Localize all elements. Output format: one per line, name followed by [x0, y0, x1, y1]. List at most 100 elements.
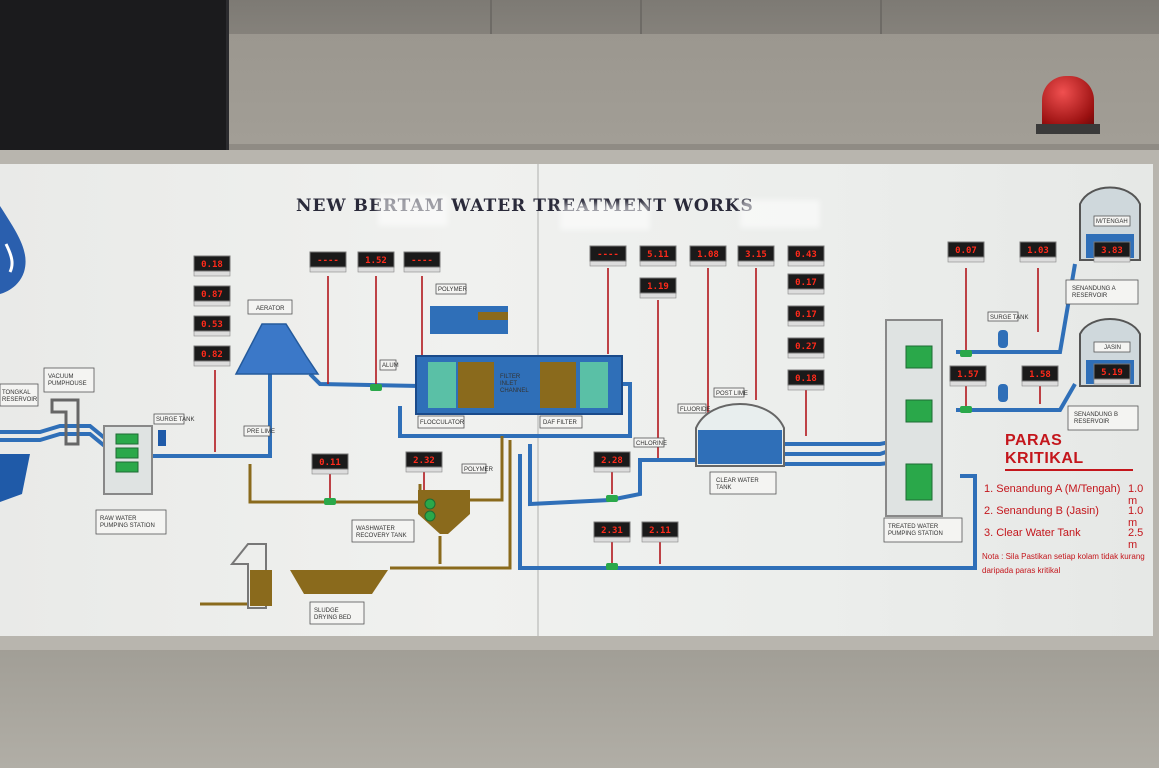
meter-reading: 0.87: [201, 290, 223, 300]
meter-reading: ----: [597, 250, 619, 260]
digital-meter: 1.08: [689, 245, 727, 267]
digital-meter: 1.52: [357, 251, 395, 273]
meter-reading: 0.11: [319, 458, 341, 468]
digital-meter: 0.17: [787, 305, 825, 327]
digital-meter: 2.31: [593, 521, 631, 543]
digital-meter: 1.58: [1021, 365, 1059, 387]
fluoride-label: FLUORIDE: [680, 407, 710, 413]
polymer-label: POLYMER: [438, 287, 468, 293]
glare: [560, 204, 650, 230]
digital-meter: 2.28: [593, 451, 631, 473]
logo-icon: [0, 206, 26, 294]
washwater-tank: [418, 490, 470, 534]
kritikal-value-1: 1.0 m: [1128, 483, 1144, 507]
meter-reading: 3.15: [745, 250, 767, 260]
sludge-tank: [250, 570, 272, 606]
raw-water-pumps: [115, 433, 139, 473]
filter-beds: [458, 362, 576, 408]
warning-beacon-icon: [1042, 76, 1094, 130]
meter-reading: 1.19: [647, 282, 669, 292]
digital-meter: ----: [589, 245, 627, 267]
meter-reading: 3.83: [1101, 246, 1123, 256]
dosing-line-label: PRE LIME: [247, 429, 275, 435]
digital-meter: 1.57: [949, 365, 987, 387]
aerator: [234, 323, 320, 375]
digital-meter: 0.27: [787, 337, 825, 359]
lower-wall: [0, 640, 1159, 768]
digital-meter: 5.19: [1093, 363, 1131, 385]
meter-reading: 1.58: [1029, 370, 1051, 380]
kritikal-value-2: 1.0 m: [1128, 505, 1144, 529]
digital-meter: 0.53: [193, 315, 231, 337]
tongkal-reservoir: [0, 454, 30, 502]
sludge-drying-bed: [290, 570, 388, 594]
kritikal-row-1: 1. Senandung A (M/Tengah): [984, 483, 1121, 495]
kritikal-value-3: 2.5 m: [1128, 527, 1144, 551]
flocculator-channels: [428, 362, 456, 408]
surge-tank-label-2: SURGE TANK: [990, 315, 1028, 321]
meter-reading: 0.27: [795, 342, 817, 352]
meter-reading: 0.18: [201, 260, 223, 270]
meter-reading: 2.28: [601, 456, 623, 466]
meter-reading: 0.17: [795, 278, 817, 288]
wall-monitor: [0, 0, 229, 155]
meter-reading: 0.82: [201, 350, 223, 360]
kritikal-note: Nota : Sila Pastikan setiap kolam tidak …: [982, 552, 1145, 575]
meter-reading: 2.11: [649, 526, 671, 536]
digital-meter: 2.32: [405, 451, 443, 473]
meter-reading: 0.18: [795, 374, 817, 384]
alum-label: ALUM: [382, 363, 399, 369]
warning-beacon-base: [1036, 124, 1100, 134]
digital-meter: 1.03: [1019, 241, 1057, 263]
digital-meter: 0.17: [787, 273, 825, 295]
meter-reading: 0.43: [795, 250, 817, 260]
digital-meter: 0.07: [947, 241, 985, 263]
digital-meter: ----: [403, 251, 441, 273]
meter-reading: 1.03: [1027, 246, 1049, 256]
tank-b-label: JASIN: [1104, 345, 1121, 351]
digital-meters: 0.180.870.530.82----1.52--------5.111.19…: [193, 241, 1131, 543]
chlorine-label: CHLORINE: [636, 441, 667, 447]
meter-reading: 2.31: [601, 526, 623, 536]
digital-meter: 0.18: [787, 369, 825, 391]
meter-reading: 1.57: [957, 370, 979, 380]
digital-meter: 0.82: [193, 345, 231, 367]
meter-reading: 5.19: [1101, 368, 1123, 378]
aerator-label: AERATOR: [256, 306, 285, 312]
surge-tank-label-1: SURGE TANK: [156, 417, 194, 423]
daf-filter-label: DAF FILTER: [543, 420, 578, 426]
kritikal-heading: PARAS KRITIKAL: [1005, 432, 1133, 471]
digital-meter: 0.11: [311, 453, 349, 475]
meter-reading: 0.17: [795, 310, 817, 320]
paras-kritikal-box: PARAS KRITIKAL 1. Senandung A (M/Tengah)…: [978, 432, 1148, 551]
digital-meter: 1.19: [639, 277, 677, 299]
kritikal-row-3: 3. Clear Water Tank: [984, 527, 1081, 539]
signal-lines: [214, 268, 1041, 564]
post-lime-label: POST LIME: [716, 391, 748, 397]
meter-reading: 0.07: [955, 246, 977, 256]
meter-reading: ----: [411, 256, 433, 266]
glare: [740, 200, 820, 228]
meter-reading: 1.52: [365, 256, 387, 266]
digital-meter: 2.11: [641, 521, 679, 543]
digital-meter: 0.43: [787, 245, 825, 267]
digital-meter: 3.83: [1093, 241, 1131, 263]
polymer-label-2: POLYMER: [464, 467, 494, 473]
upper-wall: [226, 34, 1159, 144]
flocculator-label: FLOCCULATOR: [420, 420, 465, 426]
meter-reading: ----: [317, 256, 339, 266]
digital-meter: 3.15: [737, 245, 775, 267]
glare: [378, 196, 448, 226]
meter-reading: 0.53: [201, 320, 223, 330]
digital-meter: ----: [309, 251, 347, 273]
